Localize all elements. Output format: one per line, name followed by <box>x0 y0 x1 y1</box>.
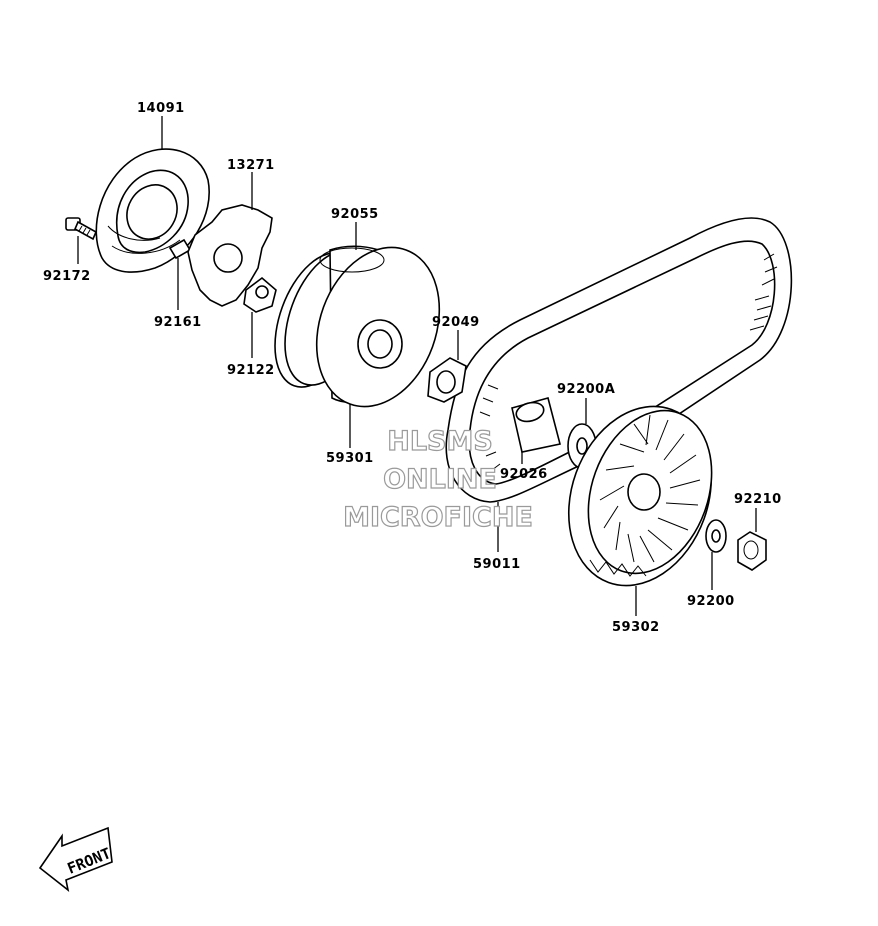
part-label-59011: 59011 <box>473 557 521 572</box>
watermark-line-1: HLSMS <box>387 426 493 457</box>
part-label-92049: 92049 <box>432 315 480 330</box>
part-label-92055: 92055 <box>331 207 379 222</box>
watermark-line-3: MICROFICHE <box>343 502 533 533</box>
part-label-92172: 92172 <box>43 269 91 284</box>
leader-lines <box>77 116 757 616</box>
part-label-59302: 59302 <box>612 620 660 635</box>
part-label-92026: 92026 <box>500 467 548 482</box>
washer <box>705 519 727 553</box>
slider <box>243 276 277 313</box>
drive-pulley <box>274 245 441 408</box>
part-labels: 14091 13271 92055 92172 92161 92049 9212… <box>43 101 782 635</box>
ramp-plate <box>187 204 273 307</box>
part-label-14091: 14091 <box>137 101 185 116</box>
front-arrow: FRONT <box>38 826 113 892</box>
nut <box>737 531 767 571</box>
watermark: HLSMS ONLINE MICROFICHE <box>342 425 533 533</box>
part-label-92200: 92200 <box>687 594 735 609</box>
watermark-line-2: ONLINE <box>383 464 497 495</box>
bolt <box>65 217 98 241</box>
part-label-59301: 59301 <box>326 451 374 466</box>
part-label-92161: 92161 <box>154 315 202 330</box>
collar <box>511 397 561 453</box>
bearing <box>427 357 467 403</box>
part-label-92200A: 92200A <box>557 382 615 397</box>
part-label-13271: 13271 <box>227 158 275 173</box>
fixed-pulley <box>567 405 713 587</box>
part-label-92210: 92210 <box>734 492 782 507</box>
part-label-92122: 92122 <box>227 363 275 378</box>
o-ring <box>319 247 385 273</box>
